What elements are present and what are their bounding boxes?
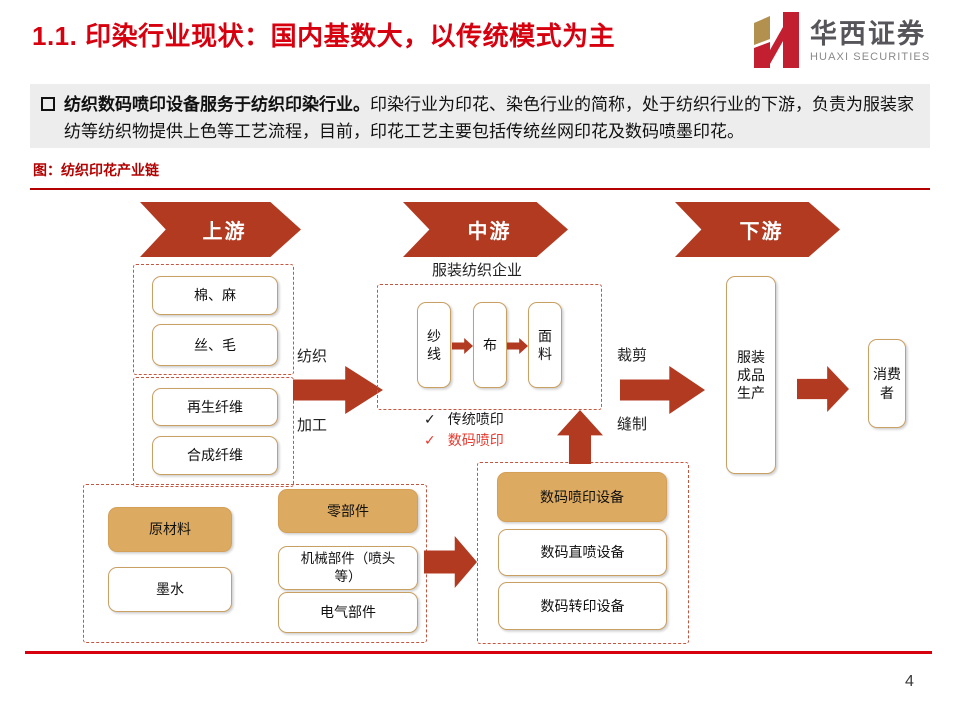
node-ink: 墨水: [108, 567, 232, 612]
node-consumer: 消费者: [868, 339, 906, 428]
upstream-chemical-group: [133, 377, 294, 487]
check-item-traditional: ✓ 传统喷印: [424, 409, 504, 429]
figure-caption: 图：纺织印花产业链: [33, 162, 159, 178]
arrow-producer-to-consumer-icon: [797, 366, 849, 412]
label-weaving: 纺织: [297, 348, 328, 365]
logo-name-cn: 华西证券: [810, 19, 926, 50]
summary-lead: 纺织数码喷印设备服务于纺织印染行业。: [64, 95, 370, 114]
check-label-traditional: 传统喷印: [447, 411, 504, 427]
node-fabric: 面料: [528, 302, 562, 388]
arrow-upstream-to-midstream-icon: [293, 366, 383, 414]
label-sewing: 缝制: [617, 416, 648, 433]
node-garment-production: 服装成品生产: [726, 276, 776, 474]
label-cutting: 裁剪: [617, 347, 648, 364]
check-item-digital: ✓ 数码喷印: [424, 430, 504, 450]
page-title: 1.1. 印染行业现状：国内基数大，以传统模式为主: [32, 21, 616, 51]
summary-body: 印染行业为印花、染色行业的简称，处于纺织行业的下游，负责为服装家纺等纺织物提供上…: [64, 95, 914, 141]
huaxi-logo: 华西证券 HUAXI SECURITIES: [750, 10, 930, 73]
node-cotton-linen: 棉、麻: [152, 276, 278, 315]
printing-method-list: ✓ 传统喷印 ✓ 数码喷印: [424, 409, 504, 450]
node-mechanical-parts: 机械部件（喷头 等）: [278, 546, 418, 590]
node-cloth: 布: [473, 302, 507, 388]
node-regenerated-fiber: 再生纤维: [152, 388, 278, 426]
label-garment-textile-company: 服装纺织企业: [431, 262, 522, 279]
banner-midstream: 中游: [403, 202, 568, 257]
arrow-devices-to-midstream-icon: [557, 410, 603, 464]
footer-divider: [25, 651, 932, 654]
node-components-header: 零部件: [278, 489, 418, 533]
summary-box: 纺织数码喷印设备服务于纺织印染行业。印染行业为印花、染色行业的简称，处于纺织行业…: [30, 84, 930, 148]
huaxi-logo-icon: [750, 10, 802, 73]
banner-downstream: 下游: [675, 202, 840, 257]
arrow-parts-to-devices-icon: [424, 536, 477, 588]
midstream-group: [377, 284, 602, 410]
logo-name-en: HUAXI SECURITIES: [810, 50, 931, 63]
node-direct-jet-equipment: 数码直喷设备: [498, 529, 667, 576]
page-number: 4: [905, 673, 914, 690]
figure-divider: [30, 188, 930, 190]
check-icon: ✓: [424, 431, 436, 448]
label-processing: 加工: [297, 417, 328, 434]
node-raw-materials-header: 原材料: [108, 507, 232, 552]
node-electrical-parts: 电气部件: [278, 592, 418, 633]
node-transfer-print-equipment: 数码转印设备: [498, 582, 667, 630]
node-synthetic-fiber: 合成纤维: [152, 436, 278, 475]
check-icon: ✓: [424, 410, 436, 427]
square-bullet-icon: [41, 97, 55, 111]
node-digital-printing-equipment: 数码喷印设备: [497, 472, 667, 522]
arrow-midstream-to-producer-icon: [620, 366, 705, 414]
check-label-digital: 数码喷印: [447, 432, 504, 448]
upstream-natural-group: [133, 264, 294, 375]
banner-upstream: 上游: [140, 202, 301, 257]
node-yarn: 纱线: [417, 302, 451, 388]
node-silk-wool: 丝、毛: [152, 324, 278, 366]
